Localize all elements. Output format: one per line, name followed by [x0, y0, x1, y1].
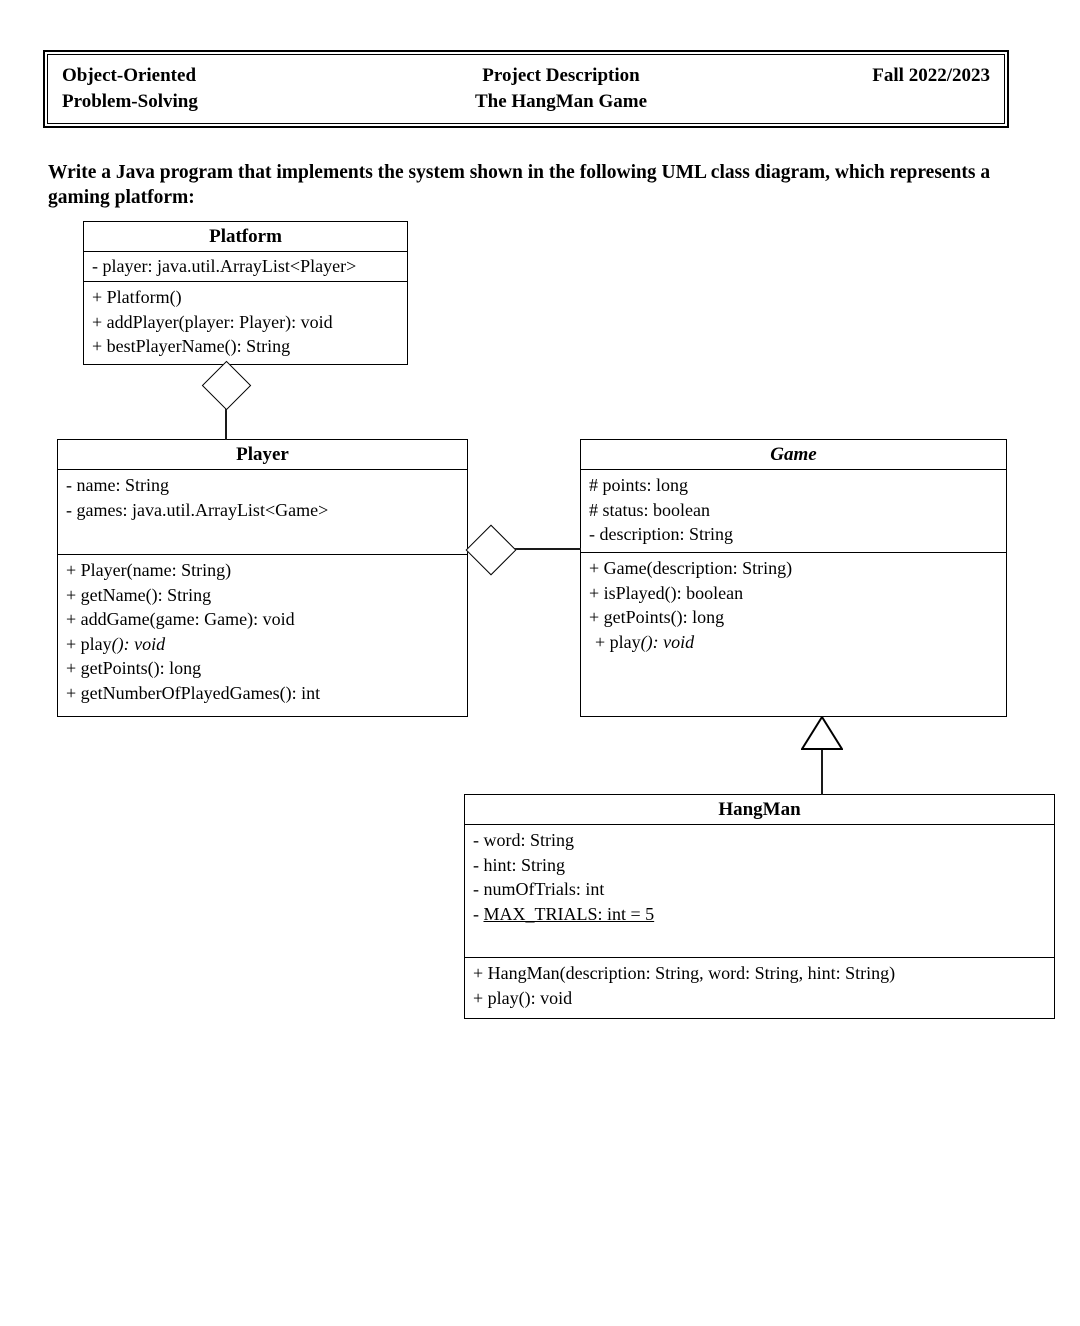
- assignment-instructions: Write a Java program that implements the…: [48, 161, 991, 208]
- uml-method: + HangMan(description: String, word: Str…: [473, 963, 896, 983]
- uml-class-player-methods: + Player(name: String) + getName(): Stri…: [58, 555, 467, 708]
- uml-attribute: - player: java.util.ArrayList<Player>: [92, 256, 357, 276]
- uml-class-game-methods: + Game(description: String) + isPlayed()…: [581, 553, 1006, 657]
- uml-class-platform-attributes: - player: java.util.ArrayList<Player>: [84, 252, 407, 282]
- aggregation-diamond-player-game: [465, 524, 517, 576]
- header-course-line-1: Object-Oriented: [62, 65, 197, 86]
- uml-class-game: Game # points: long # status: boolean - …: [580, 439, 1007, 717]
- uml-method: + addGame(game: Game): void: [66, 609, 295, 629]
- document-header: Object-Oriented Problem-Solving Project …: [43, 50, 1009, 128]
- uml-method-abstract: + play(): void: [589, 630, 1006, 655]
- uml-method: + getPoints(): long: [589, 607, 725, 627]
- header-course-line-2: Problem-Solving: [62, 91, 198, 112]
- connector-line-game-hangman: [821, 749, 823, 795]
- uml-method-abstract: + play(): void: [66, 632, 467, 657]
- header-document-title: Project Description The HangMan Game: [362, 63, 760, 115]
- uml-attribute: - name: String: [66, 475, 169, 495]
- uml-attribute: # points: long: [589, 475, 689, 495]
- uml-method: + Platform(): [92, 287, 182, 307]
- uml-class-player: Player - name: String - games: java.util…: [57, 439, 468, 717]
- uml-class-hangman-name: HangMan: [465, 795, 1054, 825]
- header-term: Fall 2022/2023: [760, 63, 990, 89]
- uml-class-game-attributes: # points: long # status: boolean - descr…: [581, 470, 1006, 553]
- uml-class-platform: Platform - player: java.util.ArrayList<P…: [83, 221, 408, 365]
- connector-line-player-game: [507, 548, 581, 550]
- uml-class-player-name: Player: [58, 440, 467, 470]
- uml-class-hangman: HangMan - word: String - hint: String - …: [464, 794, 1055, 1019]
- uml-method: + bestPlayerName(): String: [92, 336, 291, 356]
- uml-attribute: - description: String: [589, 524, 733, 544]
- uml-attribute: - games: java.util.ArrayList<Game>: [66, 499, 329, 520]
- uml-method-signature: (): void: [111, 633, 166, 654]
- uml-attribute: - word: String: [473, 830, 574, 850]
- uml-class-platform-methods: + Platform() + addPlayer(player: Player)…: [84, 282, 407, 362]
- uml-method: + play(): void: [473, 987, 573, 1008]
- uml-visibility-marker: -: [473, 903, 484, 924]
- generalization-triangle-game-hangman: [800, 715, 844, 750]
- uml-attribute: - hint: String: [473, 854, 566, 875]
- uml-class-player-attributes: - name: String - games: java.util.ArrayL…: [58, 470, 467, 555]
- uml-method-name: + play: [595, 631, 641, 652]
- uml-method: + addPlayer(player: Player): void: [92, 311, 333, 332]
- generalization-triangle-svg: [800, 715, 844, 750]
- uml-method: + getPoints(): long: [66, 658, 202, 678]
- document-header-inner: Object-Oriented Problem-Solving Project …: [47, 54, 1005, 124]
- header-term-label: Fall 2022/2023: [872, 65, 990, 86]
- uml-attribute: - numOfTrials: int: [473, 879, 605, 899]
- uml-method-signature: (): void: [640, 631, 695, 652]
- uml-class-hangman-attributes: - word: String - hint: String - numOfTri…: [465, 825, 1054, 958]
- header-doc-line-2: The HangMan Game: [474, 91, 648, 112]
- uml-method: + isPlayed(): boolean: [589, 582, 744, 603]
- uml-method: + getName(): String: [66, 584, 212, 605]
- uml-method: + Player(name: String): [66, 560, 232, 580]
- uml-class-hangman-methods: + HangMan(description: String, word: Str…: [465, 958, 1054, 1013]
- header-course-title: Object-Oriented Problem-Solving: [62, 63, 362, 115]
- uml-attribute-static: - MAX_TRIALS: int = 5: [473, 902, 1054, 927]
- header-doc-line-1: Project Description: [482, 65, 640, 86]
- uml-static-attribute-name: MAX_TRIALS: int = 5: [483, 903, 655, 924]
- uml-method: + getNumberOfPlayedGames(): int: [66, 682, 321, 703]
- uml-method-name: + play: [66, 633, 112, 654]
- uml-method: + Game(description: String): [589, 558, 793, 578]
- uml-attribute: # status: boolean: [589, 499, 710, 520]
- uml-class-game-name: Game: [581, 440, 1006, 470]
- aggregation-diamond-platform-player: [201, 360, 252, 411]
- connector-line-platform-player: [225, 399, 227, 440]
- uml-class-platform-name: Platform: [84, 222, 407, 252]
